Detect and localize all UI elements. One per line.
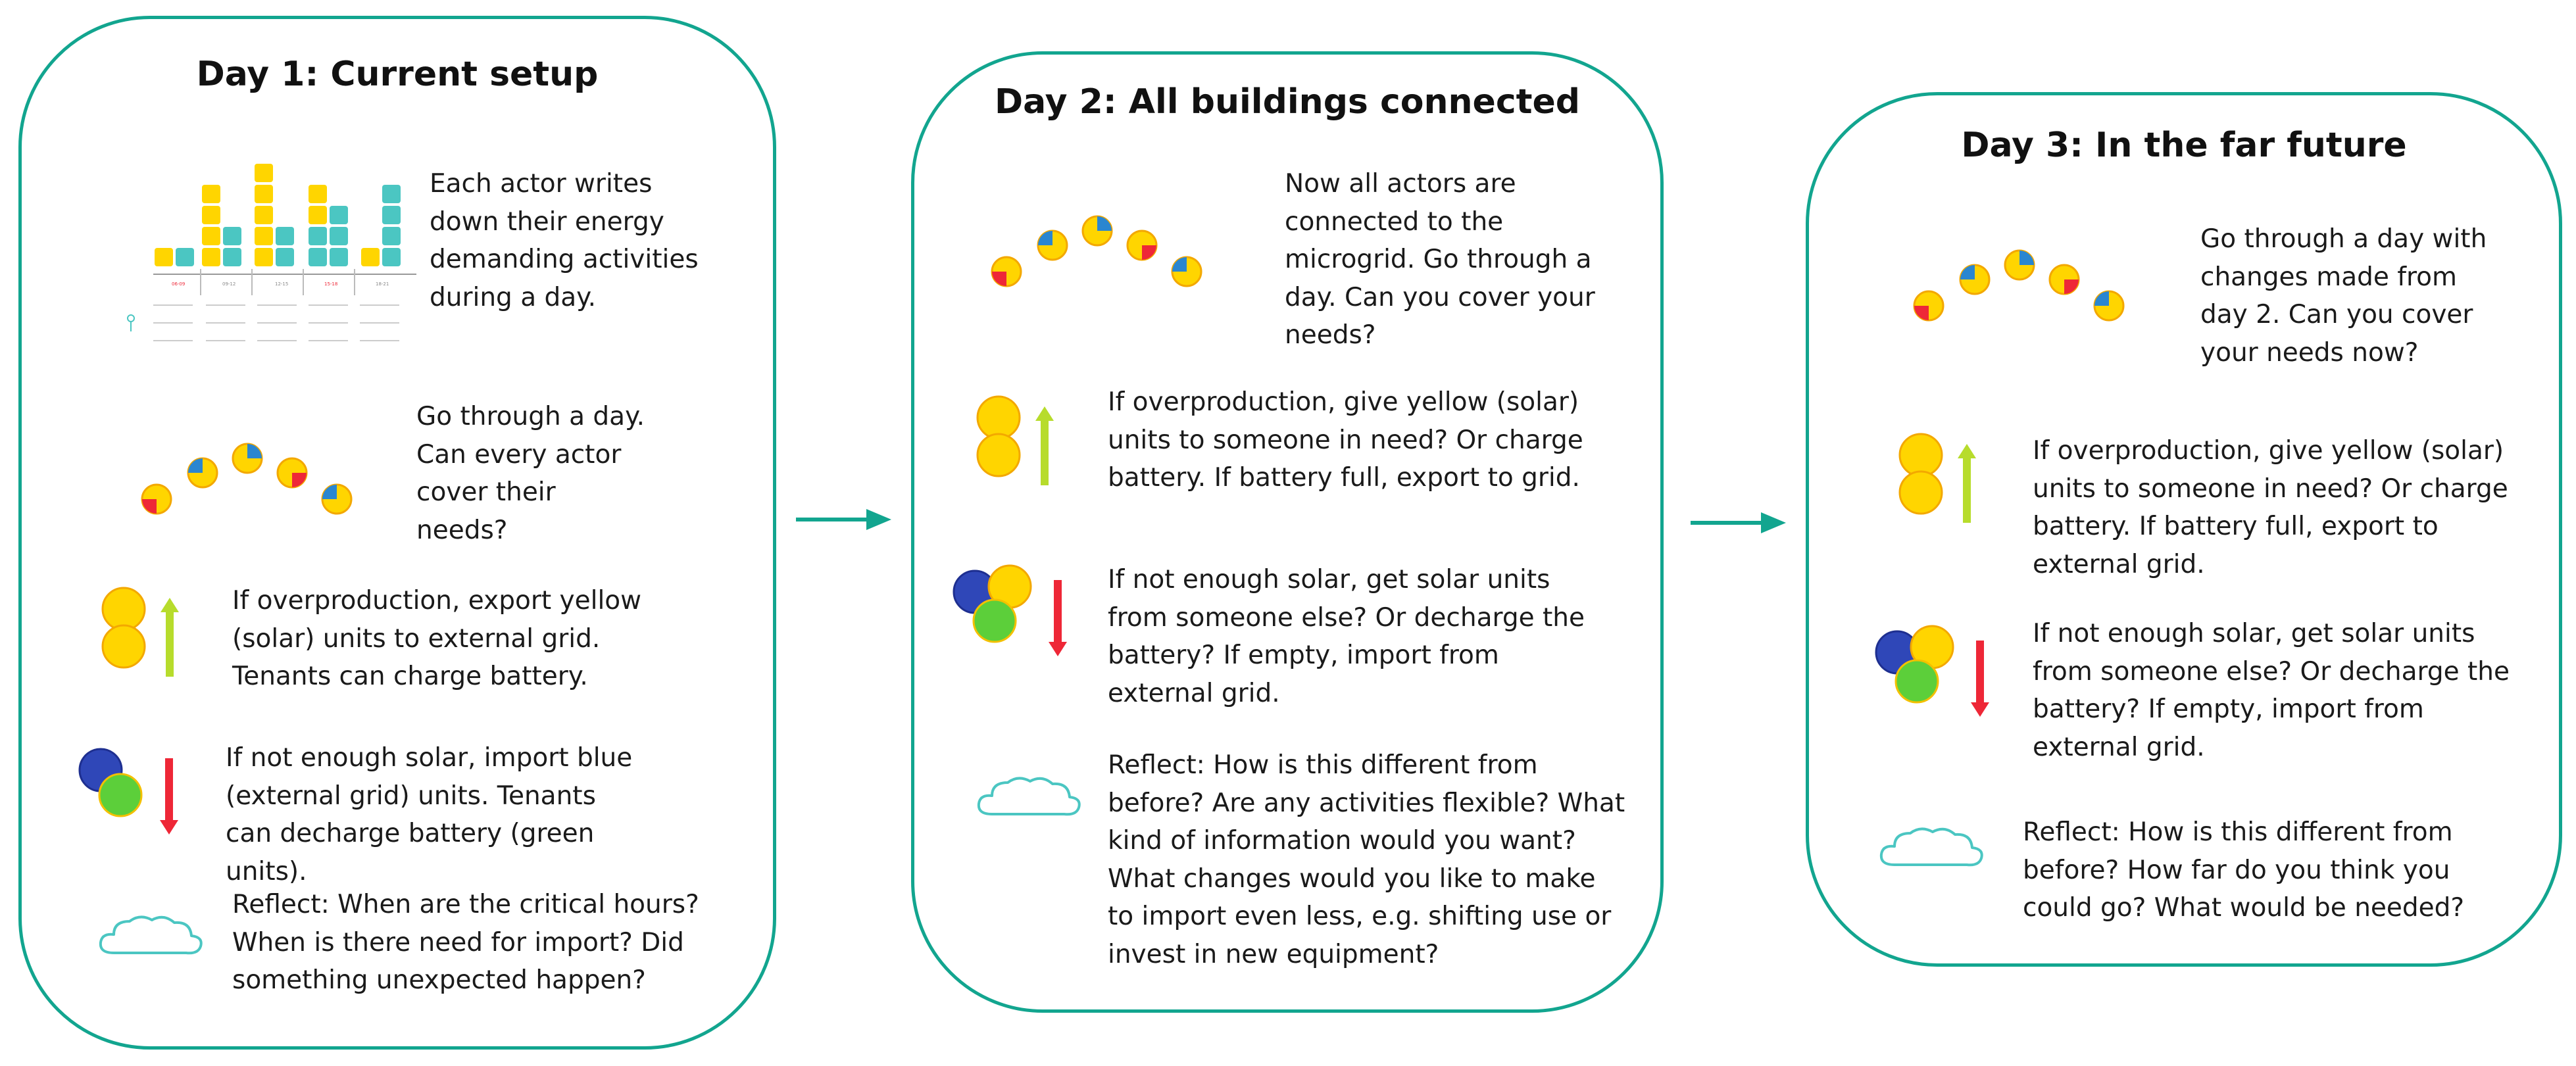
cloud-icon bbox=[99, 915, 203, 955]
svg-text:09-12: 09-12 bbox=[222, 281, 235, 287]
blue-green-units-down-icon bbox=[78, 748, 178, 835]
yellow-blue-green-units-down-icon bbox=[953, 564, 1067, 656]
day3-panel: Day 3: In the far future Go through a da… bbox=[1806, 92, 2562, 967]
day2-title: Day 2: All buildings connected bbox=[995, 82, 1580, 122]
day2-step2-text: If overproduction, give yellow (solar) u… bbox=[1108, 387, 1583, 493]
day3-title: Day 3: In the far future bbox=[1961, 126, 2407, 165]
day1-step4-text: If not enough solar, import blue (extern… bbox=[226, 743, 633, 886]
day3-step4-text: Reflect: How is this different from befo… bbox=[2023, 817, 2465, 923]
day1-step1-text: Each actor writes down their energy dema… bbox=[430, 169, 699, 312]
day2-step1-text: Now all actors are connected to the micr… bbox=[1285, 169, 1595, 350]
day3-step2-text: If overproduction, give yellow (solar) u… bbox=[2033, 436, 2508, 579]
day3-step1-text: Go through a day with changes made from … bbox=[2200, 224, 2487, 368]
yellow-units-up-icon bbox=[1898, 433, 1976, 523]
yellow-units-up-icon bbox=[976, 395, 1054, 485]
svg-text:18-21: 18-21 bbox=[376, 281, 389, 287]
flow-arrow-1 bbox=[796, 509, 891, 530]
sun-arc-icon bbox=[141, 443, 353, 515]
chart-icon: 06-09 09-12 12-15 15-18 18-21 bbox=[127, 164, 416, 341]
yellow-units-up-icon bbox=[101, 587, 179, 677]
sun-arc-icon bbox=[1913, 249, 2125, 322]
day1-step2-text: Go through a day. Can every actor cover … bbox=[416, 402, 645, 545]
day1-panel: Day 1: Current setup 06-09 09-12 12-15 15-1… bbox=[18, 16, 776, 1050]
svg-text:15-18: 15-18 bbox=[324, 281, 337, 287]
day2-step4-text: Reflect: How is this different from befo… bbox=[1108, 750, 1625, 969]
cloud-icon bbox=[977, 777, 1081, 816]
sun-arc-icon bbox=[991, 215, 1202, 287]
day1-step3-text: If overproduction, export yellow (solar)… bbox=[232, 586, 642, 691]
yellow-blue-green-units-down-icon bbox=[1875, 625, 1989, 717]
svg-text:06-09: 06-09 bbox=[172, 281, 185, 287]
day2-panel: Day 2: All buildings connected Now all a… bbox=[911, 51, 1664, 1013]
day1-title: Day 1: Current setup bbox=[196, 55, 599, 94]
day1-step5-text: Reflect: When are the critical hours? Wh… bbox=[232, 890, 699, 995]
day2-step3-text: If not enough solar, get solar units fro… bbox=[1108, 565, 1585, 708]
flow-arrow-2 bbox=[1691, 512, 1786, 533]
day3-step3-text: If not enough solar, get solar units fro… bbox=[2033, 619, 2510, 762]
svg-text:12-15: 12-15 bbox=[275, 281, 288, 287]
cloud-icon bbox=[1879, 827, 1983, 867]
